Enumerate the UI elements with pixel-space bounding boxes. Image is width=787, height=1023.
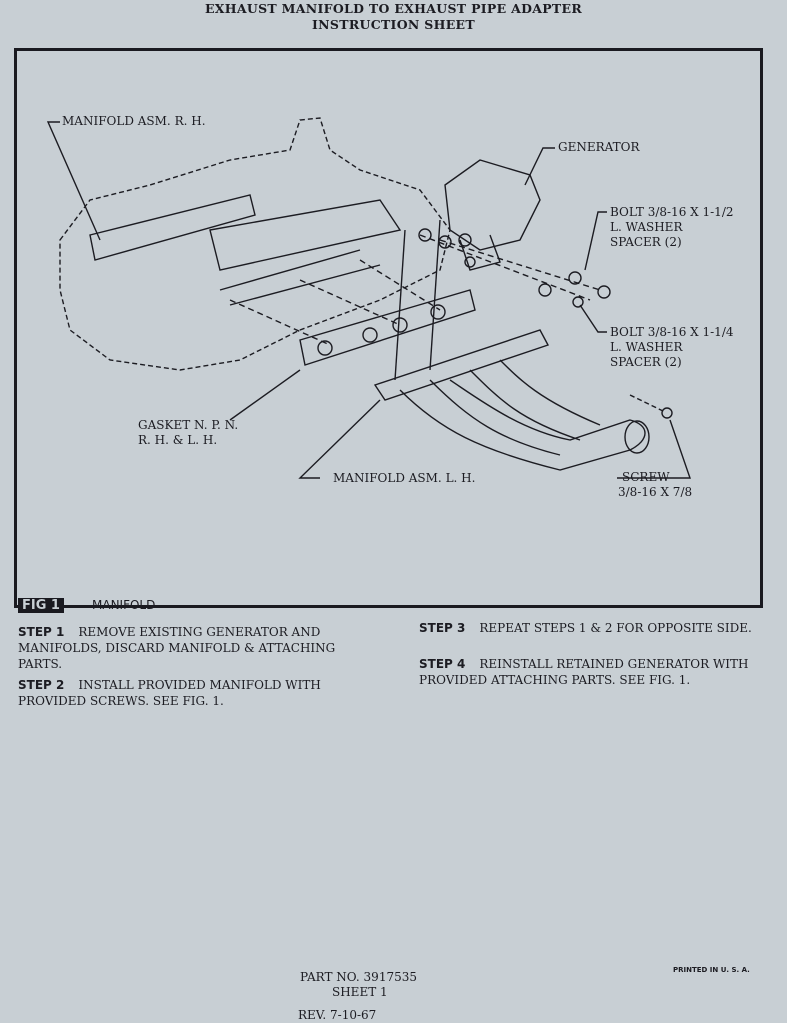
step-label: STEP 2: [18, 678, 65, 692]
figure-tag: FIG 1: [18, 598, 64, 613]
rev-label: REV.: [298, 1008, 327, 1022]
label-gasket: GASKET N. P. N. R. H. & L. H.: [138, 418, 238, 448]
label-generator: GENERATOR: [558, 140, 640, 154]
step-text: REINSTALL RETAINED GENERATOR WITH PROVID…: [419, 657, 749, 687]
step-label: STEP 3: [419, 621, 466, 635]
label-bolt1: BOLT 3/8-16 X 1-1/2 L. WASHER SPACER (2): [610, 205, 734, 250]
bolt1-line3: SPACER (2): [610, 235, 682, 249]
label-screw: SCREW 3/8-16 X 7/8: [618, 470, 692, 500]
step-label: STEP 4: [419, 657, 466, 671]
screw-line1: SCREW: [622, 470, 670, 484]
screw-line2: 3/8-16 X 7/8: [618, 485, 693, 499]
sheet-number: SHEET 1: [332, 985, 388, 999]
step-text: INSTALL PROVIDED MANIFOLD WITH PROVIDED …: [18, 678, 321, 708]
title-line-2: INSTRUCTION SHEET: [312, 17, 475, 32]
bolt1-line2: L. WASHER: [610, 220, 683, 234]
printed-in-usa: PRINTED IN U. S. A.: [673, 966, 750, 974]
step-3: STEP 3 REPEAT STEPS 1 & 2 FOR OPPOSITE SI…: [419, 620, 759, 636]
bolt2-line1: BOLT 3/8-16 X 1-1/4: [610, 325, 734, 339]
figure-frame: [14, 48, 763, 608]
gasket-line2: R. H. & L. H.: [138, 433, 218, 447]
step-label: STEP 1: [18, 625, 65, 639]
part-number: PART NO. 3917535: [300, 970, 417, 984]
title-line-1: EXHAUST MANIFOLD TO EXHAUST PIPE ADAPTER: [204, 1, 583, 16]
revision: REV. 7-10-67: [298, 1008, 376, 1023]
gasket-line1: GASKET N. P. N.: [138, 418, 239, 432]
step-text: REMOVE EXISTING GENERATOR AND MANIFOLDS,…: [18, 625, 336, 671]
bolt1-line1: BOLT 3/8-16 X 1-1/2: [610, 205, 734, 219]
label-manifold-lh: MANIFOLD ASM. L. H.: [333, 471, 476, 485]
figure-caption: MANIFOLD: [92, 598, 156, 612]
rev-date: 7-10-67: [330, 1008, 377, 1022]
step-text: REPEAT STEPS 1 & 2 FOR OPPOSITE SIDE.: [479, 621, 752, 635]
label-manifold-rh: MANIFOLD ASM. R. H.: [62, 114, 206, 128]
bolt2-line2: L. WASHER: [610, 340, 683, 354]
label-bolt2: BOLT 3/8-16 X 1-1/4 L. WASHER SPACER (2): [610, 325, 734, 370]
bolt2-line3: SPACER (2): [610, 355, 682, 369]
